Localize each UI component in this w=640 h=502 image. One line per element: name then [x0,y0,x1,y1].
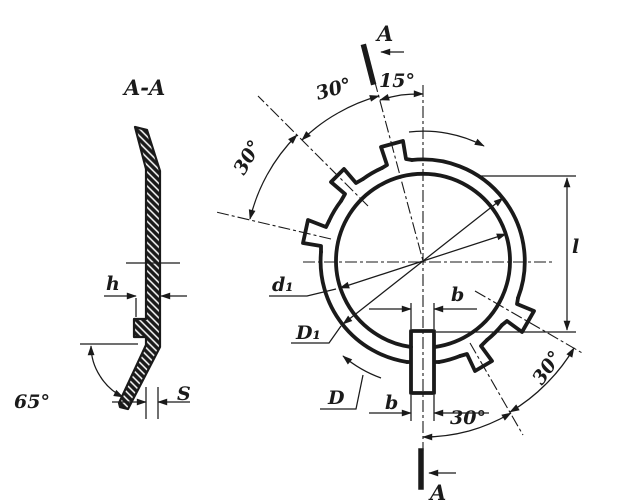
bore-dia-arrow-ne [422,233,507,262]
tab-330 [500,296,536,334]
angle-30-arc3a [422,430,470,441]
plate-dia-label: D₁ [295,322,321,344]
angle-15-arc-b [379,94,402,101]
overall-dia-arc-upper [408,130,485,147]
slot-length-label: l [572,236,579,258]
section-title: A-A [122,75,165,100]
section-label-bottom: A [428,480,446,502]
angle-30-arc1a [337,95,380,114]
bottom-tab-and-nose [405,329,441,395]
tab-axis-135 [257,95,369,207]
face-view: A A 15° 30° 30° 30° 30° d₁ D₁ D b b l [215,21,585,502]
cutting-plane-mark-top [360,43,377,86]
section-view: A-A h 65° S [14,75,191,419]
bend-angle-label: 65° [14,391,50,413]
angle-30-arc3b [468,412,512,432]
tab-135 [329,167,365,203]
plate-dia-leader [291,325,342,344]
overall-dia-leader [320,374,364,410]
h-dim-label: h [106,273,120,295]
bore-circle [334,171,512,349]
bore-dia-arrow-sw [339,260,424,289]
angle-15-arc [400,90,424,98]
overall-dia-label: D [327,387,345,409]
bend-angle-arc-upper [87,345,101,377]
angle-30-arc2a [266,134,298,176]
tab-165 [301,218,331,254]
bore-dia-label: d₁ [272,274,294,296]
angle-30-label-2: 30° [229,136,266,178]
bend-angle-arc-lower [99,375,124,398]
angle-15-label: 15° [379,70,415,92]
outer-b-label: b [385,392,398,414]
angle-30-label-3: 30° [450,407,486,429]
angle-30-arc4b [545,347,575,385]
section-plane-line [368,59,424,262]
plate-dia-arrow-sw [342,260,424,325]
section-cut-profile [117,125,162,411]
bore-dia-leader [269,288,337,297]
angle-30-arc2b [248,174,268,220]
plate-dia-arrow-ne [422,197,504,262]
tab-axis-300 [469,342,524,436]
section-label-top: A [375,21,393,46]
overall-dia-arc-lower [342,355,382,379]
inner-b-label: b [451,284,464,306]
tab-axis-165 [215,211,332,240]
outer-circle [318,157,527,364]
tab-300 [458,338,494,373]
thickness-dim-label: S [177,383,191,405]
tab-105 [379,139,414,170]
angle-30-arc4a [509,383,547,413]
angle-30-arc1b [301,112,339,141]
angle-30-label-1: 30° [313,74,354,105]
